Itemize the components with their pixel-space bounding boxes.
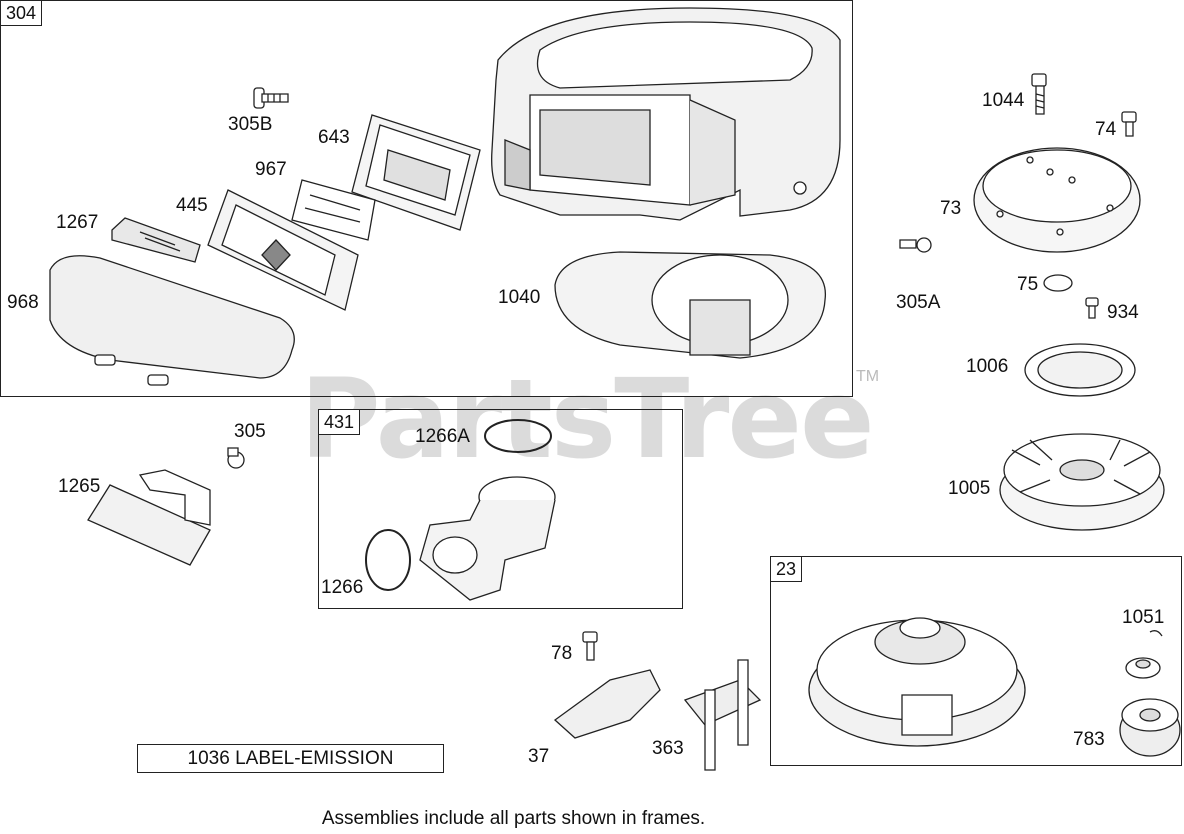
callout-305: 305 <box>234 421 266 442</box>
callout-75: 75 <box>1017 274 1039 295</box>
panel-445-drawing <box>208 190 358 310</box>
plate-1265-drawing <box>88 470 210 565</box>
watermark: PartsTree <box>300 355 875 483</box>
frame-tag-23: 23 <box>771 557 803 582</box>
ring-1266-drawing <box>366 530 410 590</box>
callout-1266: 1266 <box>321 577 364 598</box>
callout-1005: 1005 <box>948 478 991 499</box>
callout-78: 78 <box>551 643 573 664</box>
callout-1044: 1044 <box>982 90 1025 111</box>
bracket-363-drawing <box>685 660 760 770</box>
watermark-trademark: TM <box>856 368 880 385</box>
footer-note: Assemblies include all parts shown in fr… <box>321 808 706 829</box>
callout-1267: 1267 <box>56 212 99 233</box>
callout-967: 967 <box>255 159 287 180</box>
callout-305a: 305A <box>896 292 941 313</box>
frame-23: 23 <box>770 556 1182 766</box>
callout-1265: 1265 <box>58 476 101 497</box>
frame-431: 431 <box>318 409 683 609</box>
frame-304: 304 <box>0 0 853 397</box>
washer-75-drawing <box>1044 275 1072 291</box>
frame-tag-304: 304 <box>1 1 43 26</box>
callout-1051: 1051 <box>1122 607 1165 628</box>
disc-73-drawing <box>974 148 1140 252</box>
fan-1005-drawing <box>1000 434 1164 530</box>
washer-1051-drawing <box>1126 631 1162 678</box>
screw-305a-drawing <box>900 238 931 252</box>
callout-73: 73 <box>940 198 962 219</box>
emission-label-box: 1036 LABEL-EMISSION <box>137 744 444 773</box>
frame-tag-431: 431 <box>319 410 361 435</box>
shield-37-drawing <box>555 670 660 738</box>
callout-1040: 1040 <box>498 287 541 308</box>
bolt-1044-drawing <box>1032 74 1046 114</box>
screw-305b-drawing <box>254 88 288 108</box>
cover-968-drawing <box>50 256 294 385</box>
ring-1006-drawing <box>1025 344 1135 396</box>
callout-1006: 1006 <box>966 356 1009 377</box>
blower-housing-drawing <box>492 8 840 220</box>
gear-783-drawing <box>1120 699 1180 756</box>
ring-1266a-drawing <box>485 420 551 452</box>
callout-74: 74 <box>1095 119 1117 140</box>
callout-934: 934 <box>1107 302 1139 323</box>
callout-783: 783 <box>1073 729 1105 750</box>
bracket-643-drawing <box>352 115 480 230</box>
callout-363: 363 <box>652 738 684 759</box>
screw-78-drawing <box>583 632 597 660</box>
clip-1267-drawing <box>112 218 200 262</box>
callout-305b: 305B <box>228 114 273 135</box>
screw-74-drawing <box>1122 112 1136 136</box>
callout-968: 968 <box>7 292 39 313</box>
base-1040-drawing <box>555 252 825 358</box>
callout-643: 643 <box>318 127 350 148</box>
screw-305-drawing <box>228 448 244 468</box>
callout-445: 445 <box>176 195 208 216</box>
screw-934-drawing <box>1086 298 1098 318</box>
flywheel-23-drawing <box>809 618 1025 746</box>
decal-967-drawing <box>292 180 375 240</box>
callout-1266a: 1266A <box>415 426 470 447</box>
callout-37: 37 <box>528 746 550 767</box>
intake-elbow-drawing <box>420 477 555 600</box>
